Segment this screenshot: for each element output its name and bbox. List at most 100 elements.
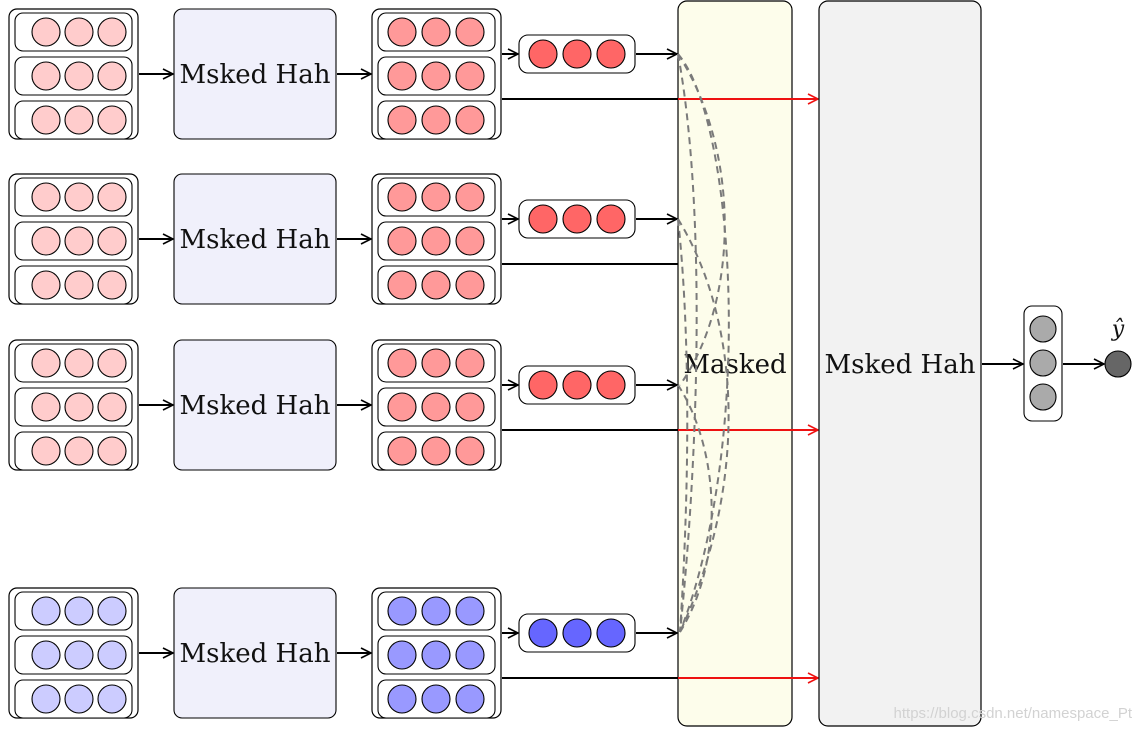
hidden-node-4-3-3 [455,684,485,714]
input-node-2-3-1 [31,270,61,300]
pooled-node-2-2 [562,204,592,234]
hidden-node-2-1-1 [387,182,417,212]
hidden-node-1-2-1 [387,61,417,91]
input-node-2-1-1 [31,182,61,212]
hidden-node-3-1-1 [387,348,417,378]
hidden-node-3-2-1 [387,392,417,422]
output-node [1104,350,1132,378]
input-node-1-2-1 [31,61,61,91]
module-box-3 [173,339,337,471]
output-vector-node-2 [1029,349,1057,377]
input-node-1-3-3 [97,105,127,135]
input-node-1-3-1 [31,105,61,135]
pooled-node-4-3 [596,618,626,648]
hidden-node-3-2-3 [455,392,485,422]
row-group-2: Msked Hah [8,173,678,305]
input-node-3-2-2 [64,392,94,422]
input-node-3-3-2 [64,436,94,466]
input-node-4-3-1 [31,684,61,714]
row-group-1: Msked Hah [8,8,678,140]
input-node-1-3-2 [64,105,94,135]
input-node-3-1-3 [97,348,127,378]
attention-curve-6 [677,53,726,386]
pooled-node-2-3 [596,204,626,234]
module-label-1: Msked Hah [180,60,331,90]
input-node-3-3-1 [31,436,61,466]
module-label-2: Msked Hah [180,225,331,255]
input-node-1-2-3 [97,61,127,91]
hidden-node-2-2-3 [455,226,485,256]
hidden-node-2-3-2 [421,270,451,300]
hidden-node-4-3-2 [421,684,451,714]
hidden-node-3-3-3 [455,436,485,466]
hidden-node-3-1-2 [421,348,451,378]
pooled-node-4-1 [528,618,558,648]
input-node-3-2-3 [97,392,127,422]
module-box-2 [173,173,337,305]
module-box-4 [173,587,337,719]
hidden-node-1-3-3 [455,105,485,135]
hidden-node-1-3-1 [387,105,417,135]
attention-curve-2 [677,53,698,633]
pooled-node-1-3 [596,39,626,69]
input-node-1-1-2 [64,17,94,47]
attention-curve-4 [677,218,689,633]
pooled-node-1-2 [562,39,592,69]
module-label-4: Msked Hah [180,639,331,669]
hidden-node-2-1-3 [455,182,485,212]
input-node-3-1-1 [31,348,61,378]
input-node-4-2-1 [31,640,61,670]
input-node-1-1-1 [31,17,61,47]
input-node-2-1-3 [97,182,127,212]
row-group-4: Msked Hah [8,587,678,719]
hidden-node-1-3-2 [421,105,451,135]
hidden-node-3-3-1 [387,436,417,466]
input-node-2-1-2 [64,182,94,212]
input-node-2-3-2 [64,270,94,300]
input-node-2-3-3 [97,270,127,300]
pooled-node-3-2 [562,370,592,400]
pooled-node-3-3 [596,370,626,400]
row-group-3: Msked Hah [8,339,678,471]
attention-curve-5 [677,384,713,633]
masked-layer-label: Masked [683,350,786,380]
input-node-4-3-3 [97,684,127,714]
pooled-node-3-1 [528,370,558,400]
masked-layer-box [677,0,793,727]
input-node-4-2-2 [64,640,94,670]
hidden-node-2-2-1 [387,226,417,256]
hidden-node-2-2-2 [421,226,451,256]
hidden-node-2-1-2 [421,182,451,212]
input-node-1-2-2 [64,61,94,91]
hidden-node-4-3-1 [387,684,417,714]
input-node-2-2-1 [31,226,61,256]
hidden-node-1-2-2 [421,61,451,91]
hidden-node-4-2-3 [455,640,485,670]
input-node-4-2-3 [97,640,127,670]
output-vector-node-1 [1029,315,1057,343]
hidden-node-3-1-3 [455,348,485,378]
hidden-node-4-2-2 [421,640,451,670]
input-node-2-2-3 [97,226,127,256]
final-module-box [818,0,982,727]
hidden-node-1-1-3 [455,17,485,47]
hidden-node-4-1-1 [387,596,417,626]
input-node-4-1-2 [64,596,94,626]
final-module-label: Msked Hah [825,350,976,380]
input-node-2-2-2 [64,226,94,256]
output-label: ŷ [1111,317,1125,342]
input-node-3-1-2 [64,348,94,378]
hidden-node-2-3-3 [455,270,485,300]
watermark-text: https://blog.csdn.net/namespace_Pt [893,705,1132,722]
pooled-node-4-2 [562,618,592,648]
hidden-node-4-2-1 [387,640,417,670]
hidden-node-4-1-3 [455,596,485,626]
hidden-node-3-2-2 [421,392,451,422]
input-node-3-2-1 [31,392,61,422]
module-label-3: Msked Hah [180,391,331,421]
pooled-node-1-1 [528,39,558,69]
hidden-node-3-3-2 [421,436,451,466]
pooled-node-2-1 [528,204,558,234]
input-node-1-1-3 [97,17,127,47]
